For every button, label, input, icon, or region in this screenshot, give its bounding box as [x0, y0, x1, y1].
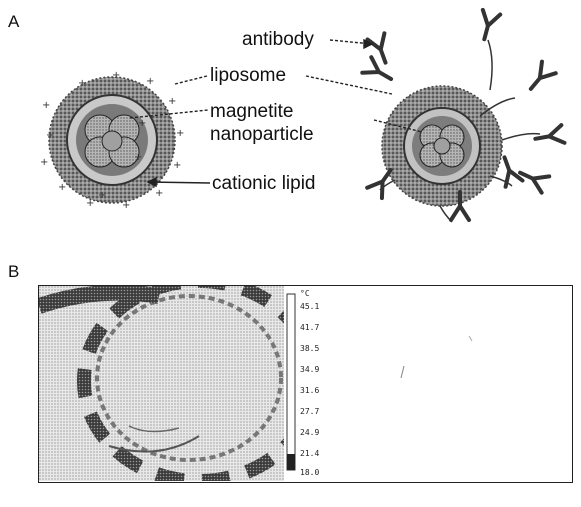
- panel-b-letter: B: [8, 262, 19, 282]
- svg-text:+: +: [138, 118, 146, 129]
- svg-text:+: +: [78, 78, 86, 89]
- scale-value-8: 18.0: [300, 468, 319, 477]
- magnetite-core-right: [420, 125, 464, 167]
- svg-text:+: +: [176, 128, 184, 139]
- scale-value-4: 31.6: [300, 386, 319, 395]
- magnetite-core-left: [85, 115, 139, 167]
- scale-value-1: 41.7: [300, 323, 319, 332]
- scale-value-6: 24.9: [300, 428, 319, 437]
- svg-text:+: +: [42, 100, 50, 111]
- svg-text:+: +: [173, 160, 181, 171]
- svg-text:+: +: [112, 70, 120, 81]
- temperature-scale-bar: [287, 294, 295, 470]
- svg-text:+: +: [58, 182, 66, 193]
- label-liposome: liposome: [210, 66, 286, 85]
- svg-text:+: +: [86, 198, 94, 209]
- scale-value-2: 38.5: [300, 344, 319, 353]
- svg-text:+: +: [168, 96, 176, 107]
- scale-value-5: 27.7: [300, 407, 319, 416]
- cationic-liposome: + + + + + + + + + + + + + + + +: [40, 70, 184, 211]
- antibody-icon: [534, 125, 565, 148]
- svg-text:+: +: [122, 200, 130, 211]
- svg-text:+: +: [155, 188, 163, 199]
- label-nanoparticle: nanoparticle: [210, 125, 314, 146]
- label-magnetite: magnetite: [210, 102, 293, 123]
- antibody-liposome: [382, 86, 502, 206]
- scale-unit: °C: [300, 289, 310, 298]
- label-antibody: antibody: [242, 30, 314, 49]
- label-cationic-lipid: cationic lipid: [212, 174, 316, 193]
- scale-value-7: 21.4: [300, 449, 319, 458]
- svg-text:+: +: [134, 152, 142, 163]
- svg-text:+: +: [98, 190, 106, 201]
- scale-value-0: 45.1: [300, 302, 319, 311]
- antibody-icon: [362, 57, 395, 87]
- svg-text:+: +: [40, 157, 48, 168]
- antibody-icon: [476, 10, 501, 42]
- svg-text:+: +: [146, 76, 154, 87]
- antibody-icon: [524, 62, 556, 95]
- svg-text:+: +: [46, 130, 54, 141]
- scale-value-3: 34.9: [300, 365, 319, 374]
